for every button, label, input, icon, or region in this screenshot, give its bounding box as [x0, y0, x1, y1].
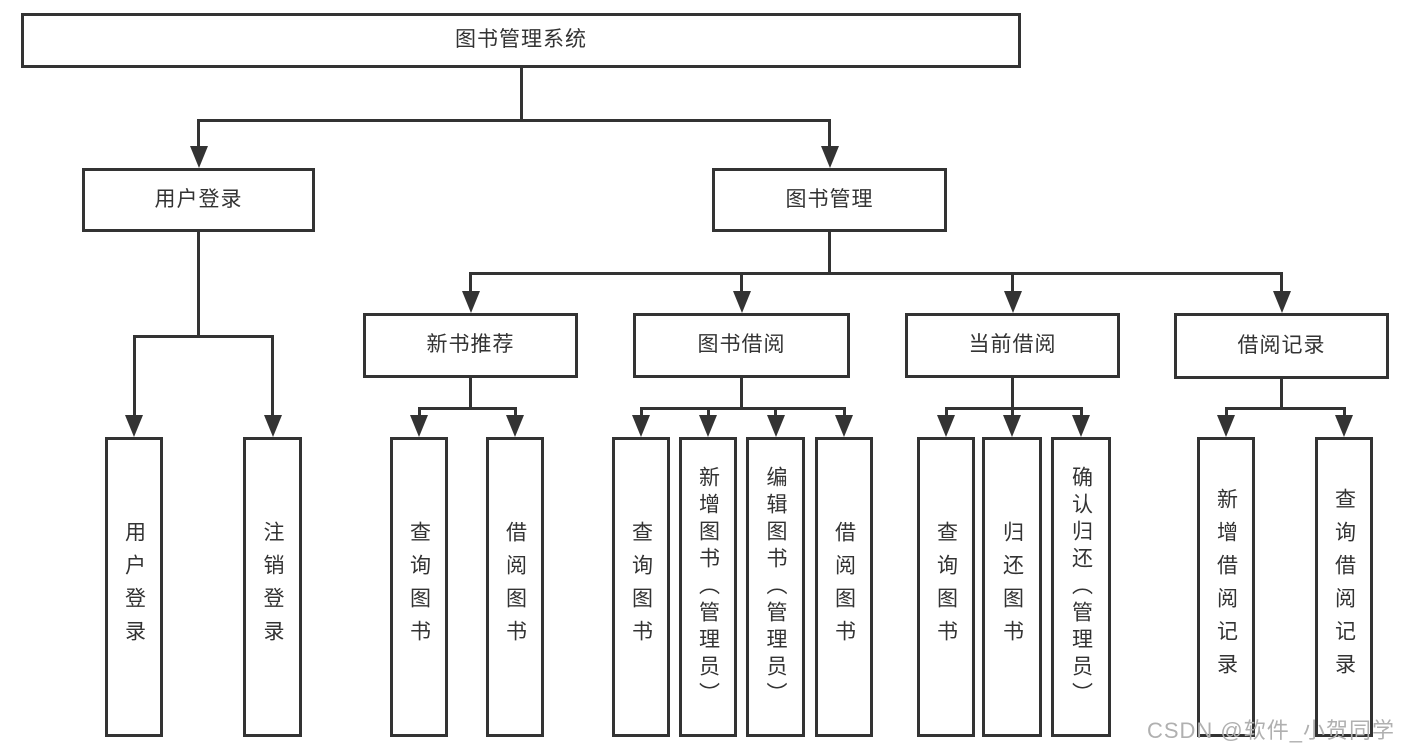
connector-line	[740, 376, 743, 410]
node-leaf-query-books-2: 查询图书	[612, 437, 670, 737]
node-leaf-borrow-books-2-label: 借阅图书	[832, 521, 856, 653]
node-leaf-add-borrow-record-label: 新增借阅记录	[1214, 488, 1238, 686]
connector-line	[469, 376, 472, 410]
node-book-management: 图书管理	[712, 168, 947, 232]
arrow-down-icon	[1335, 415, 1353, 437]
node-leaf-edit-books-admin: 编辑图书（管理员）	[746, 437, 805, 737]
node-library-management-system: 图书管理系统	[21, 13, 1021, 68]
node-leaf-add-books-admin-label: 新增图书（管理员）	[696, 465, 720, 709]
node-book-borrowing-label: 图书借阅	[697, 333, 786, 357]
node-leaf-logout: 注销登录	[243, 437, 302, 737]
arrow-down-icon	[1272, 291, 1291, 313]
arrow-down-icon	[937, 415, 955, 437]
connector-line	[469, 271, 1283, 275]
arrow-down-icon	[820, 146, 839, 168]
arrow-down-icon	[1217, 415, 1235, 437]
connector-line	[417, 406, 517, 410]
arrow-down-icon	[1003, 415, 1021, 437]
arrow-down-icon	[263, 415, 282, 437]
node-leaf-user-login-label: 用户登录	[122, 521, 146, 653]
connector-line	[1011, 376, 1014, 410]
node-leaf-confirm-return-admin-label: 确认归还（管理员）	[1069, 465, 1093, 709]
arrow-down-icon	[461, 291, 480, 313]
connector-line	[469, 273, 472, 299]
connector-line	[197, 230, 200, 338]
arrow-down-icon	[1003, 291, 1022, 313]
node-leaf-edit-books-admin-label: 编辑图书（管理员）	[764, 465, 787, 709]
node-user-login-label: 用户登录	[154, 187, 243, 211]
arrow-down-icon	[189, 146, 208, 168]
node-borrow-records: 借阅记录	[1174, 313, 1389, 379]
node-leaf-user-login: 用户登录	[105, 437, 163, 737]
node-book-management-label: 图书管理	[785, 187, 874, 211]
node-leaf-add-borrow-record: 新增借阅记录	[1197, 437, 1255, 737]
node-leaf-return-books: 归还图书	[982, 437, 1042, 737]
node-current-borrowing-label: 当前借阅	[968, 333, 1057, 357]
arrow-down-icon	[835, 415, 853, 437]
connector-line	[1280, 377, 1283, 410]
connector-line	[197, 118, 831, 122]
connector-line	[1011, 273, 1014, 299]
node-leaf-logout-label: 注销登录	[261, 521, 284, 653]
node-leaf-query-borrow-record-label: 查询借阅记录	[1332, 488, 1356, 686]
node-borrow-records-label: 借阅记录	[1237, 333, 1326, 357]
node-leaf-query-books-3: 查询图书	[917, 437, 975, 737]
connector-line	[132, 336, 136, 423]
node-user-login: 用户登录	[82, 168, 315, 232]
connector-line	[197, 120, 200, 154]
connector-line	[740, 273, 743, 299]
node-leaf-query-books-2-label: 查询图书	[629, 521, 653, 653]
node-leaf-add-books-admin: 新增图书（管理员）	[679, 437, 737, 737]
connector-line	[1280, 273, 1283, 299]
node-book-borrowing: 图书借阅	[633, 313, 850, 378]
node-leaf-query-books-3-label: 查询图书	[934, 521, 958, 653]
arrow-down-icon	[506, 415, 524, 437]
node-current-borrowing: 当前借阅	[905, 313, 1120, 378]
node-leaf-query-books-label: 查询图书	[407, 521, 431, 653]
connector-line	[271, 336, 274, 423]
arrow-down-icon	[766, 415, 785, 437]
connector-line	[1224, 406, 1346, 410]
node-library-management-system-label: 图书管理系统	[455, 28, 587, 52]
node-new-book-recommend: 新书推荐	[363, 313, 578, 378]
arrow-down-icon	[732, 291, 751, 313]
arrow-down-icon	[632, 415, 650, 437]
arrow-down-icon	[699, 415, 717, 437]
connector-line	[519, 66, 523, 122]
node-leaf-query-books: 查询图书	[390, 437, 448, 737]
arrow-down-icon	[410, 415, 428, 437]
node-leaf-confirm-return-admin: 确认归还（管理员）	[1051, 437, 1111, 737]
connector-line	[828, 120, 831, 154]
node-leaf-borrow-books-2: 借阅图书	[815, 437, 873, 737]
connector-line	[132, 334, 274, 338]
node-leaf-borrow-books-label: 借阅图书	[503, 521, 527, 653]
node-leaf-borrow-books: 借阅图书	[486, 437, 544, 737]
connector-line	[944, 406, 1083, 410]
arrow-down-icon	[1072, 415, 1090, 437]
node-leaf-return-books-label: 归还图书	[1000, 521, 1024, 653]
connector-line	[639, 406, 846, 410]
connector-line	[828, 230, 831, 275]
node-new-book-recommend-label: 新书推荐	[426, 333, 515, 357]
arrow-down-icon	[125, 415, 143, 437]
node-leaf-query-borrow-record: 查询借阅记录	[1315, 437, 1373, 737]
